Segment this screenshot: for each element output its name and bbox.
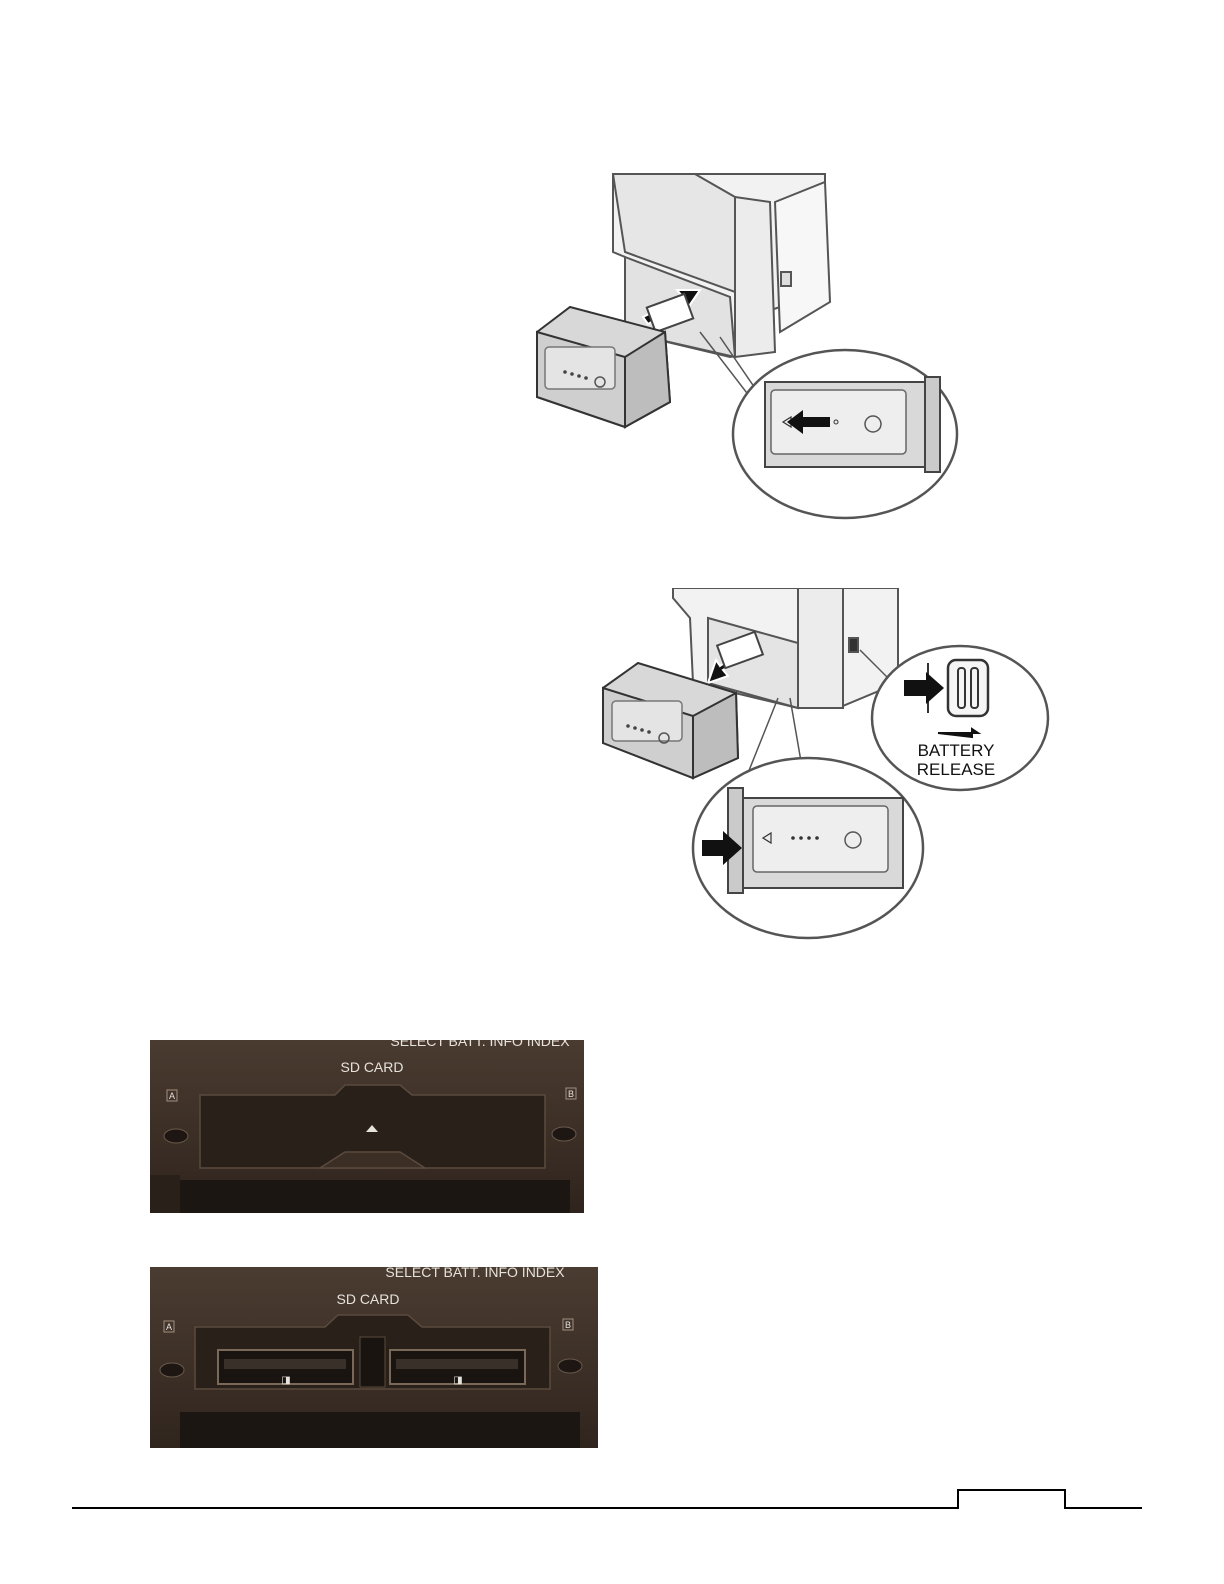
- footer-rule: [0, 1480, 1224, 1520]
- battery-release-label-line1: BATTERY: [918, 741, 995, 760]
- battery-insert-illustration: [525, 172, 965, 522]
- battery-release-label-line2: RELEASE: [917, 760, 995, 779]
- slot-b-access-lamp: [558, 1359, 582, 1373]
- battery-release-callout: BATTERY RELEASE: [872, 646, 1048, 790]
- battery-release-illustration: BATTERY RELEASE: [598, 588, 1056, 948]
- slot-b-access-lamp: [552, 1127, 576, 1141]
- slot-a-card-icon: ◨: [281, 1375, 290, 1386]
- magnified-detail-circle: [693, 758, 923, 938]
- sd-card-cover-closed-photo: SELECT BATT. INFO INDEX SD CARD A B: [150, 1040, 584, 1213]
- slot-a-label: A: [169, 1091, 175, 1101]
- slot-b-card-icon: ◨: [453, 1375, 462, 1386]
- center-divider: [360, 1337, 385, 1387]
- sd-card-label: SD CARD: [340, 1059, 403, 1075]
- slot-a-label: A: [166, 1322, 172, 1332]
- sd-card-cover-open-photo: SELECT BATT. INFO INDEX SD CARD ◨ ◨ A B: [150, 1267, 598, 1448]
- slot-b-label: B: [568, 1089, 574, 1099]
- magnified-detail-circle: [733, 350, 957, 518]
- slot-a-access-lamp: [164, 1129, 188, 1143]
- slot-a-access-lamp: [160, 1363, 184, 1377]
- slot-b-label: B: [565, 1320, 571, 1330]
- top-button-labels: SELECT BATT. INFO INDEX: [390, 1040, 570, 1049]
- top-button-labels: SELECT BATT. INFO INDEX: [385, 1267, 565, 1280]
- sd-card-label: SD CARD: [336, 1291, 399, 1307]
